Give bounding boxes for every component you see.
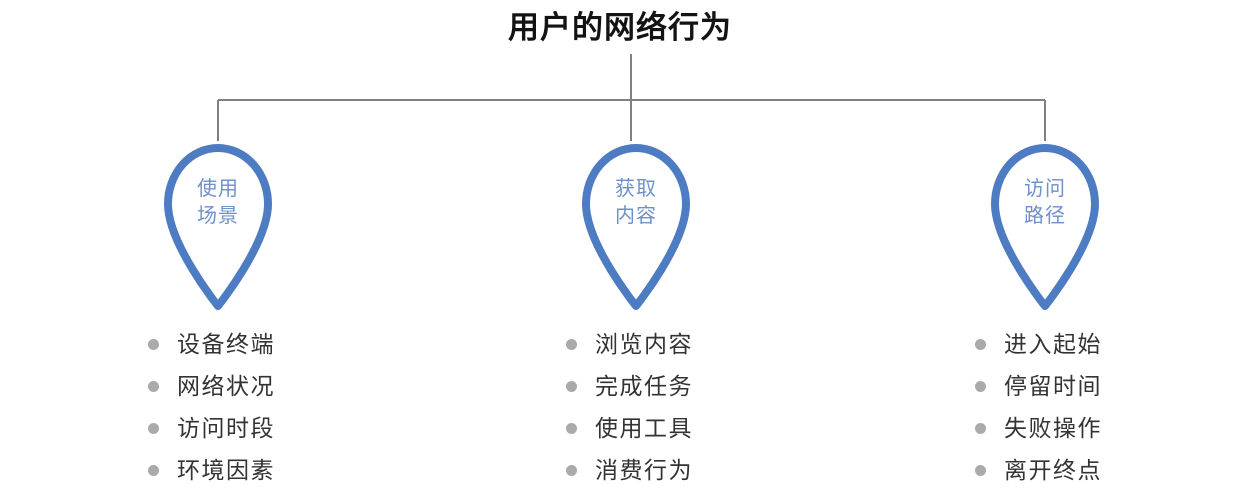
list-item-label: 网络状况	[177, 373, 275, 399]
list-item-label: 停留时间	[1004, 373, 1102, 399]
list-item-label: 设备终端	[177, 331, 275, 357]
map-pin-icon	[164, 144, 272, 310]
list-item[interactable]: 离开终点	[975, 449, 1195, 491]
bullet-icon	[566, 464, 577, 476]
list-path: 进入起始 停留时间 失败操作 离开终点	[975, 323, 1195, 491]
list-item[interactable]: 进入起始	[975, 323, 1195, 365]
page-title: 用户的网络行为	[508, 10, 732, 45]
pin-content[interactable]: 获取 内容	[486, 140, 786, 318]
branch-content[interactable]: 获取 内容 浏览内容 完成任务 使用工具 消费行为	[486, 140, 786, 483]
branch-path[interactable]: 访问 路径 进入起始 停留时间 失败操作 离开终点	[895, 140, 1195, 483]
pin-path-label: 访问 路径	[989, 176, 1101, 230]
list-item[interactable]: 环境因素	[148, 449, 368, 491]
pin-content-label: 获取 内容	[580, 176, 692, 230]
list-item-label: 完成任务	[595, 373, 693, 399]
pin-usage-line1: 使用	[197, 178, 239, 200]
pin-path[interactable]: 访问 路径	[895, 140, 1195, 318]
list-item-label: 离开终点	[1004, 457, 1102, 483]
pin-path-line1: 访问	[1024, 178, 1066, 200]
bullet-icon	[148, 422, 159, 434]
bullet-icon	[148, 380, 159, 392]
list-item[interactable]: 消费行为	[566, 449, 786, 491]
list-item[interactable]: 使用工具	[566, 407, 786, 449]
pin-usage-label: 使用 场景	[162, 176, 274, 230]
list-item[interactable]: 访问时段	[148, 407, 368, 449]
list-item[interactable]: 浏览内容	[566, 323, 786, 365]
list-item[interactable]: 停留时间	[975, 365, 1195, 407]
pin-content-line2: 内容	[615, 205, 657, 227]
list-item-label: 访问时段	[177, 415, 275, 441]
list-item-label: 浏览内容	[595, 331, 693, 357]
list-usage: 设备终端 网络状况 访问时段 环境因素	[148, 323, 368, 491]
bullet-icon	[566, 422, 577, 434]
list-item[interactable]: 完成任务	[566, 365, 786, 407]
bullet-icon	[148, 338, 159, 350]
pin-usage-line2: 场景	[197, 205, 239, 227]
map-pin-icon	[991, 144, 1099, 310]
bullet-icon	[975, 464, 986, 476]
list-item-label: 环境因素	[177, 457, 275, 483]
pin-content-line1: 获取	[615, 178, 657, 200]
list-item-label: 使用工具	[595, 415, 693, 441]
list-item[interactable]: 失败操作	[975, 407, 1195, 449]
pin-path-line2: 路径	[1024, 205, 1066, 227]
bullet-icon	[975, 380, 986, 392]
bullet-icon	[566, 338, 577, 350]
branch-usage[interactable]: 使用 场景 设备终端 网络状况 访问时段 环境因素	[68, 140, 368, 483]
list-item[interactable]: 设备终端	[148, 323, 368, 365]
bullet-icon	[975, 422, 986, 434]
bullet-icon	[148, 464, 159, 476]
list-item-label: 消费行为	[595, 457, 693, 483]
list-content: 浏览内容 完成任务 使用工具 消费行为	[566, 323, 786, 491]
list-item[interactable]: 网络状况	[148, 365, 368, 407]
bullet-icon	[566, 380, 577, 392]
list-item-label: 失败操作	[1004, 415, 1102, 441]
bullet-icon	[975, 338, 986, 350]
list-item-label: 进入起始	[1004, 331, 1102, 357]
pin-usage[interactable]: 使用 场景	[68, 140, 368, 318]
map-pin-icon	[582, 144, 690, 310]
